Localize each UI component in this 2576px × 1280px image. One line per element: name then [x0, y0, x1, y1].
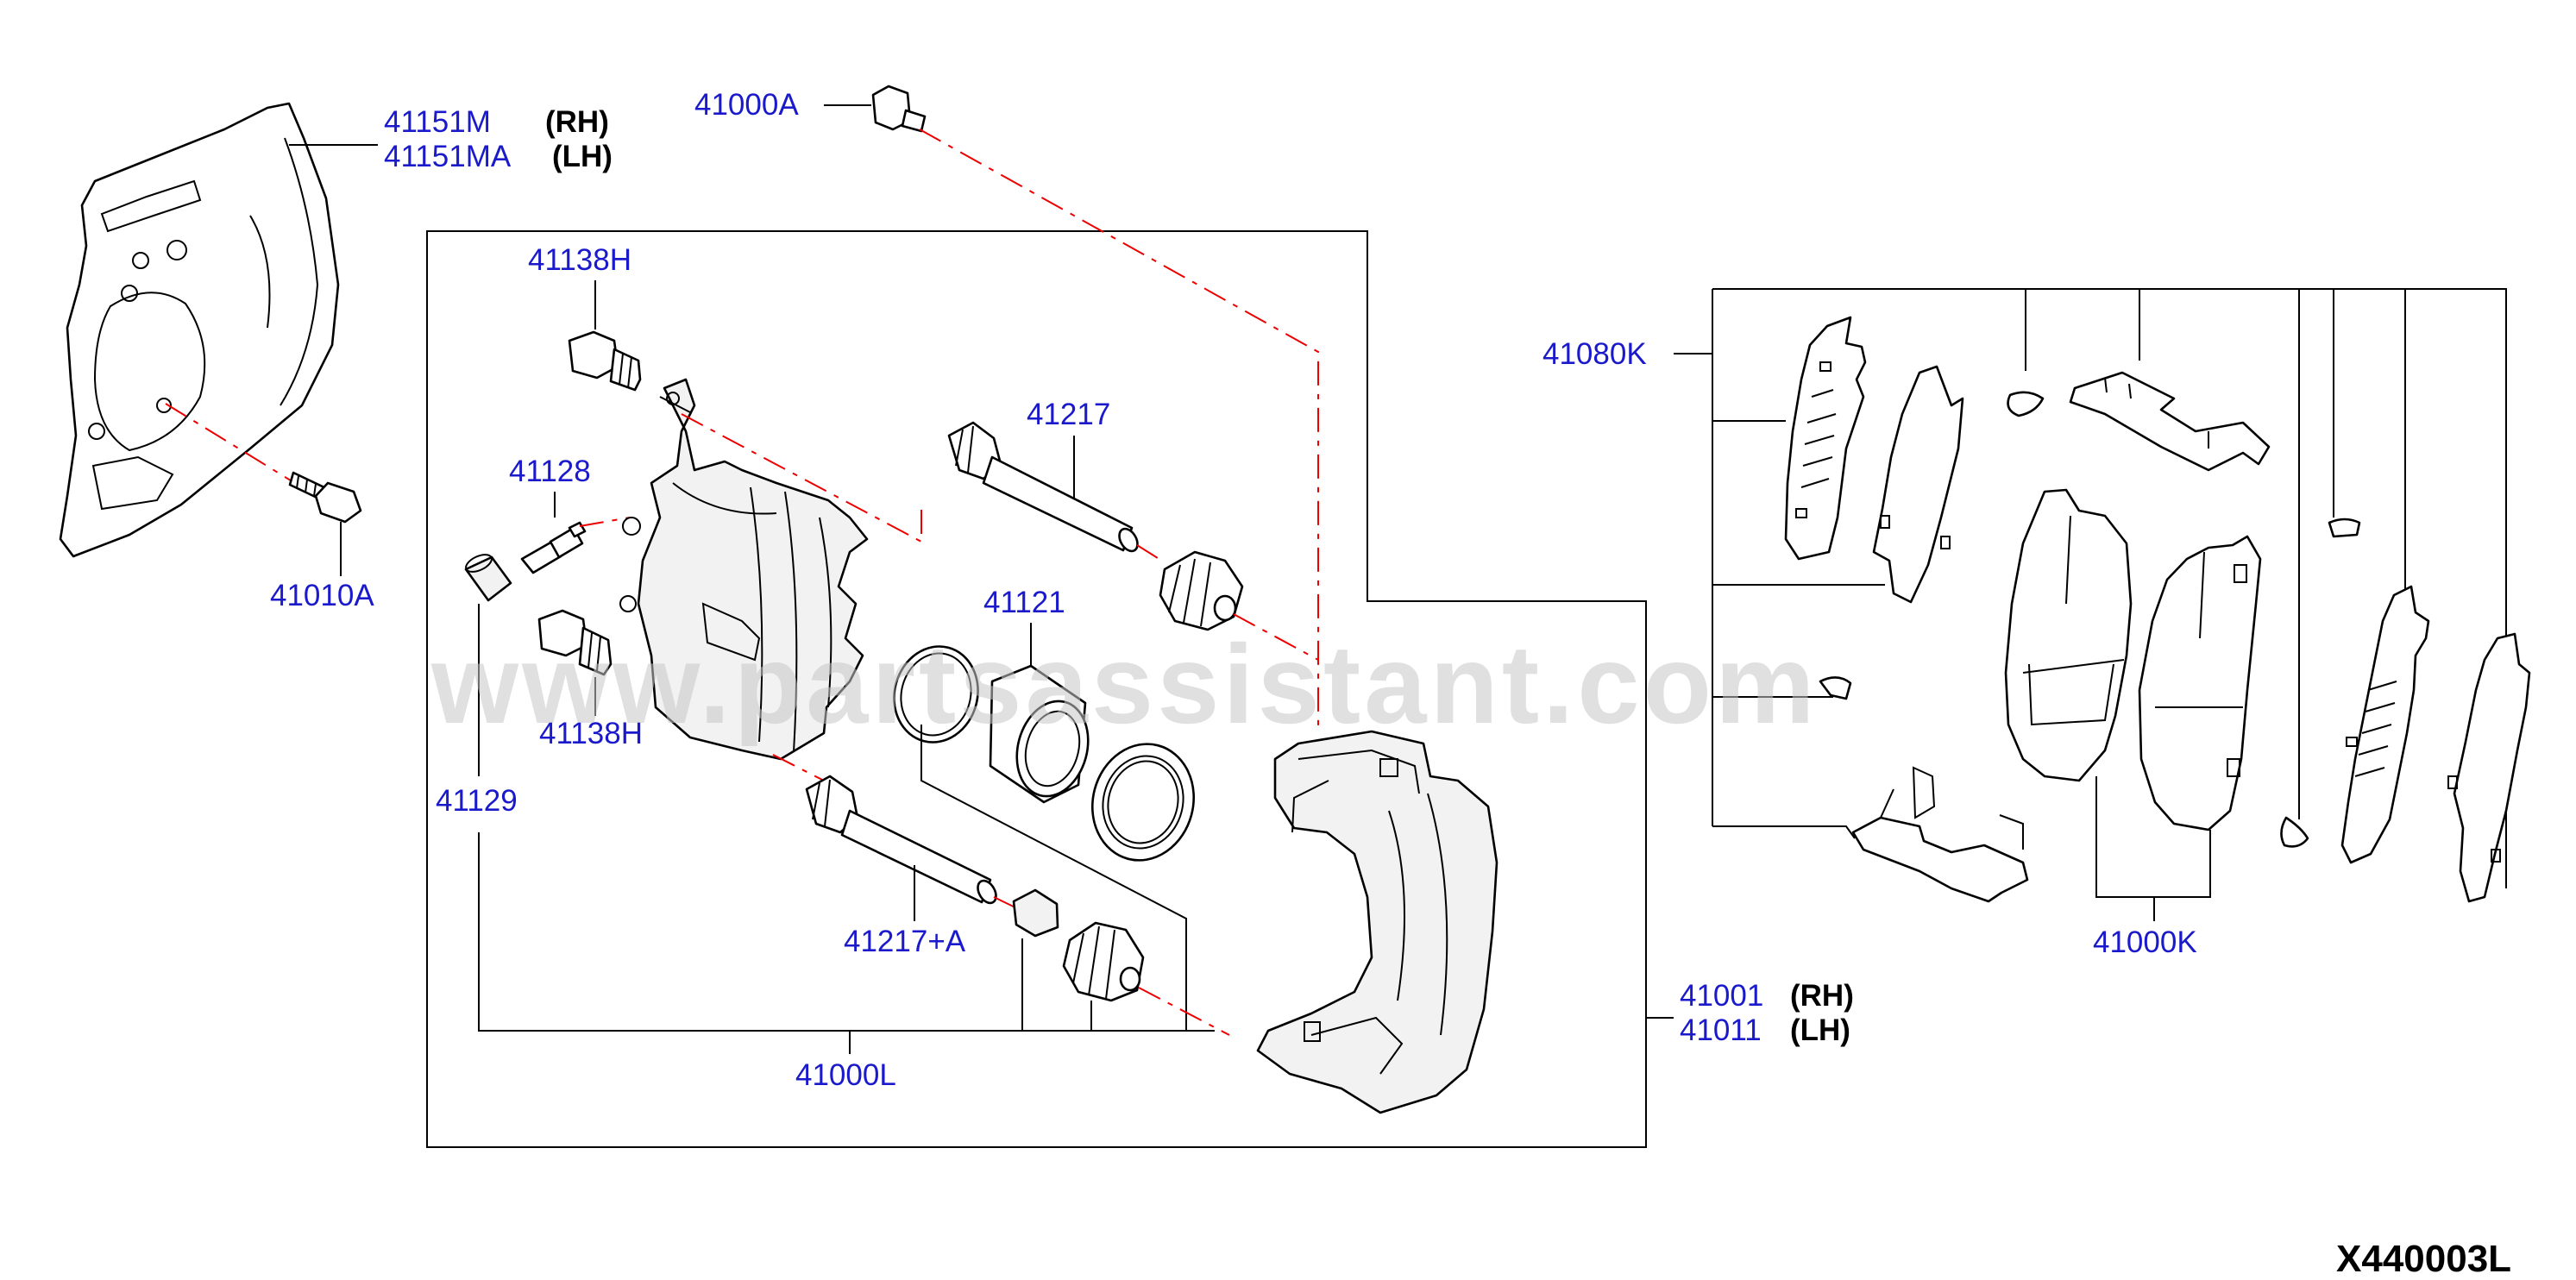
piston-part-number[interactable]: 41121 [983, 586, 1065, 619]
caliper-assy-part-number[interactable]: 41000L [795, 1058, 896, 1092]
outer-shim[interactable] [1784, 316, 1867, 561]
guide-bolt-upper[interactable] [568, 330, 642, 392]
slide-pin-lower-boot[interactable] [1062, 921, 1145, 1002]
piston-seal[interactable] [883, 637, 989, 751]
pad-retainer-upper[interactable] [2069, 371, 2271, 472]
piston-boot[interactable] [1079, 732, 1206, 871]
shield-bolt[interactable] [288, 471, 362, 524]
caliper-body[interactable] [619, 378, 869, 761]
shield-lh-part-number[interactable]: 41151MA [384, 140, 512, 173]
outer-shim-right[interactable] [2340, 585, 2430, 864]
shield-rh-part-number[interactable]: 41151M [384, 105, 491, 139]
brake-pad-inner[interactable] [2004, 488, 2133, 782]
shim-kit-part-number[interactable]: 41080K [1542, 337, 1647, 371]
brake-pad-outer[interactable] [2138, 535, 2262, 831]
wear-indicator-left[interactable] [1819, 676, 1852, 700]
pad-kit-branch-leaders [1712, 289, 2406, 839]
support-lh-side-label: (LH) [1790, 1013, 1850, 1047]
drawing-code: X440003L [2336, 1238, 2511, 1280]
caliper-assembly-frame [426, 230, 1647, 1148]
lower-boot-dash [1138, 987, 1230, 1036]
guide-bolt-lower[interactable] [537, 609, 613, 676]
shield-bolt-part-number[interactable]: 41010A [270, 579, 374, 612]
caliper-support-bracket[interactable] [1256, 730, 1498, 1114]
boot-to-support-dash [1233, 613, 1319, 661]
support-rh-side-label: (RH) [1790, 979, 1854, 1013]
support-lh-part-number[interactable]: 41011 [1680, 1013, 1762, 1047]
slide-pin-upper-part-number[interactable]: 41217 [1027, 398, 1110, 431]
guide-bolt-lower-part-number[interactable]: 41138H [539, 717, 643, 750]
dust-shield[interactable] [59, 102, 340, 558]
bleeder-dash [579, 517, 631, 527]
bleeder-cap[interactable] [463, 551, 512, 602]
watermark: www.partsassistant.com [430, 621, 1819, 747]
shield-rh-side-label: (RH) [545, 105, 609, 139]
wear-indicator-right[interactable] [2328, 518, 2361, 538]
bleeder-screw[interactable] [520, 521, 587, 574]
inner-shim[interactable] [1872, 365, 1964, 604]
slide-pin-lower-part-number[interactable]: 41217+A [844, 925, 966, 958]
shield-bolt-dash [165, 403, 298, 486]
slide-pin-upper-boot[interactable] [1159, 550, 1244, 631]
mount-bolt-dash [919, 129, 1319, 726]
slide-pin-upper[interactable] [947, 421, 1141, 555]
slide-pin-upper-dash [1136, 544, 1165, 563]
shield-lh-side-label: (LH) [552, 140, 613, 173]
caliper-lower-dash [772, 754, 825, 781]
caliper-upper-dash [681, 413, 922, 543]
pad-retainer-lower[interactable] [1851, 766, 2029, 903]
guide-bolt-upper-part-number[interactable]: 41138H [528, 243, 631, 277]
wear-indicator-clip[interactable] [2007, 391, 2045, 417]
spring-clip[interactable] [2280, 816, 2309, 848]
piston[interactable] [989, 664, 1098, 804]
support-rh-part-number[interactable]: 41001 [1680, 979, 1763, 1013]
caliper-kit-leader [478, 832, 1215, 1032]
slide-pin-sleeve[interactable] [1012, 888, 1059, 938]
caliper-mount-bolt-part-number[interactable]: 41000A [694, 88, 799, 122]
pad-kit-leader [2095, 776, 2211, 921]
pad-kit-part-number[interactable]: 41000K [2093, 925, 2197, 959]
bleeder-screw-part-number[interactable]: 41128 [509, 455, 591, 488]
slide-pin-lower-dash [993, 896, 1023, 912]
slide-pin-lower[interactable] [805, 775, 1000, 907]
caliper-mount-bolt[interactable] [871, 85, 927, 133]
inner-shim-right[interactable] [2447, 632, 2531, 903]
piston-group-leader [920, 725, 1187, 1031]
bleeder-cap-part-number[interactable]: 41129 [436, 784, 518, 818]
